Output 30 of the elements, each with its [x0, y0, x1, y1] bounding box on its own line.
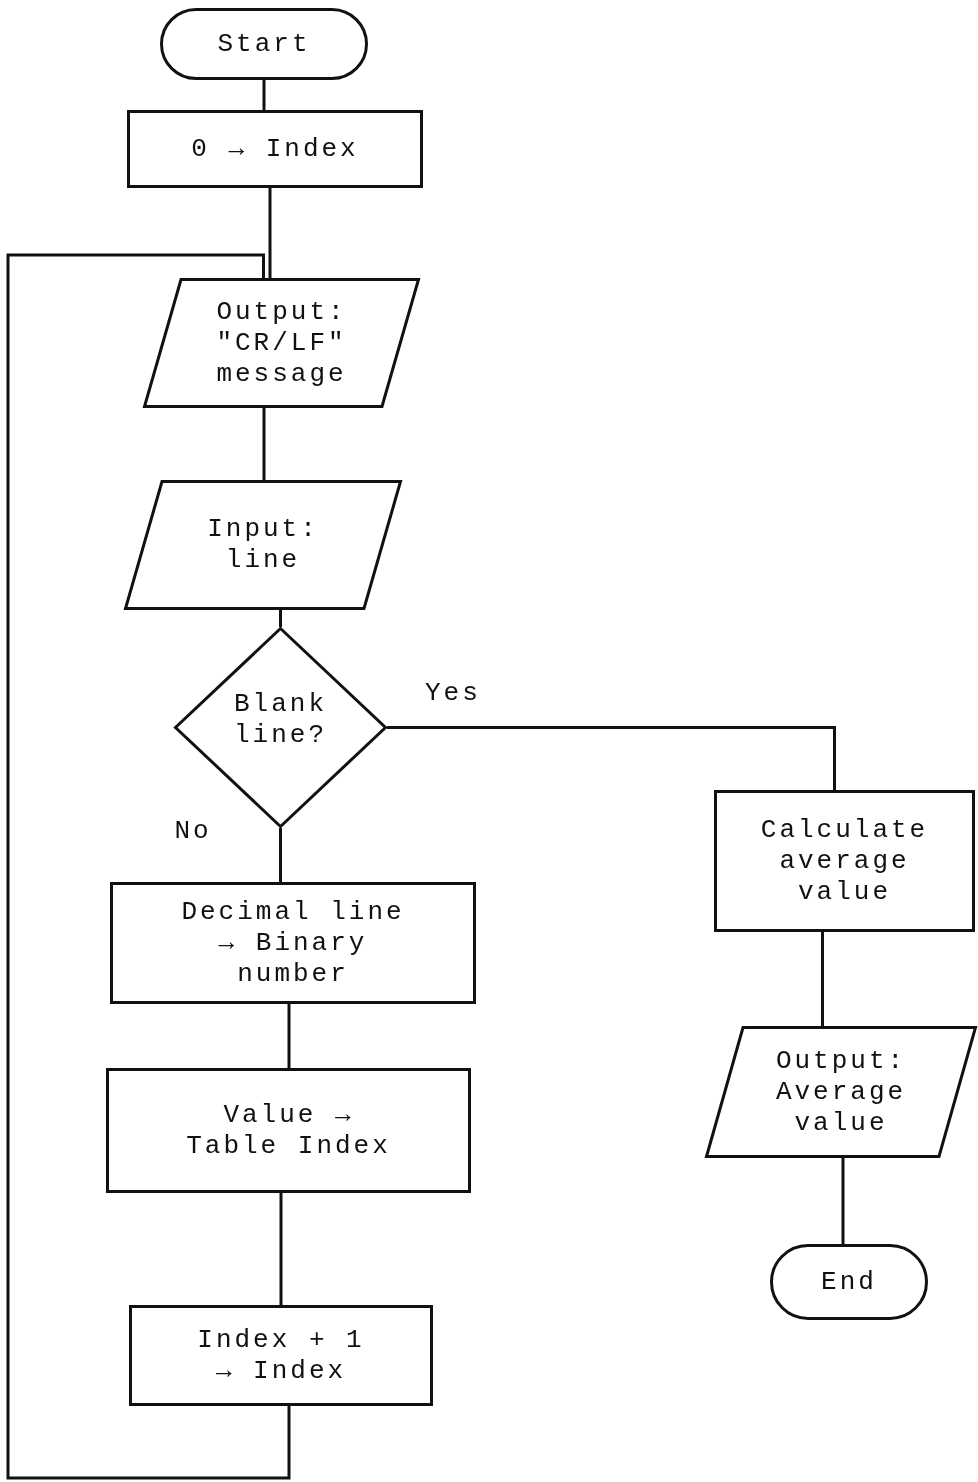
process-box	[127, 110, 423, 188]
node-label: Calculate average value	[759, 814, 930, 908]
node-label: Decimal line → Binary number	[180, 896, 406, 990]
process-box	[106, 1068, 471, 1193]
node-label: Index + 1 → Index	[196, 1324, 366, 1387]
node-label: Blank line?	[233, 688, 328, 751]
node-label: Output: "CR/LF" message	[215, 296, 348, 390]
connector-line	[287, 1004, 291, 1068]
input-output-parallelogram	[705, 1026, 977, 1158]
input-output-parallelogram	[143, 278, 420, 408]
node-label: End	[820, 1266, 878, 1298]
connector-line	[841, 1158, 845, 1244]
node-label: Start	[216, 28, 312, 60]
connector-line	[279, 828, 282, 882]
process-box	[110, 882, 476, 1004]
node-label: Output: Average value	[774, 1045, 908, 1139]
connector-line	[262, 80, 266, 110]
connector-line	[262, 408, 266, 480]
node-label: 0 → Index	[190, 133, 360, 165]
connector-line	[279, 610, 282, 627]
connector-line	[6, 253, 291, 1480]
process-box	[129, 1305, 433, 1406]
input-output-parallelogram	[124, 480, 402, 610]
process-box	[714, 790, 975, 932]
connector-line	[821, 932, 824, 1026]
node-label: Input: line	[206, 514, 320, 576]
connector-line	[387, 726, 836, 790]
connector-line	[279, 1193, 283, 1305]
node-label: Value → Table Index	[185, 1099, 392, 1162]
connector-line	[268, 188, 272, 278]
